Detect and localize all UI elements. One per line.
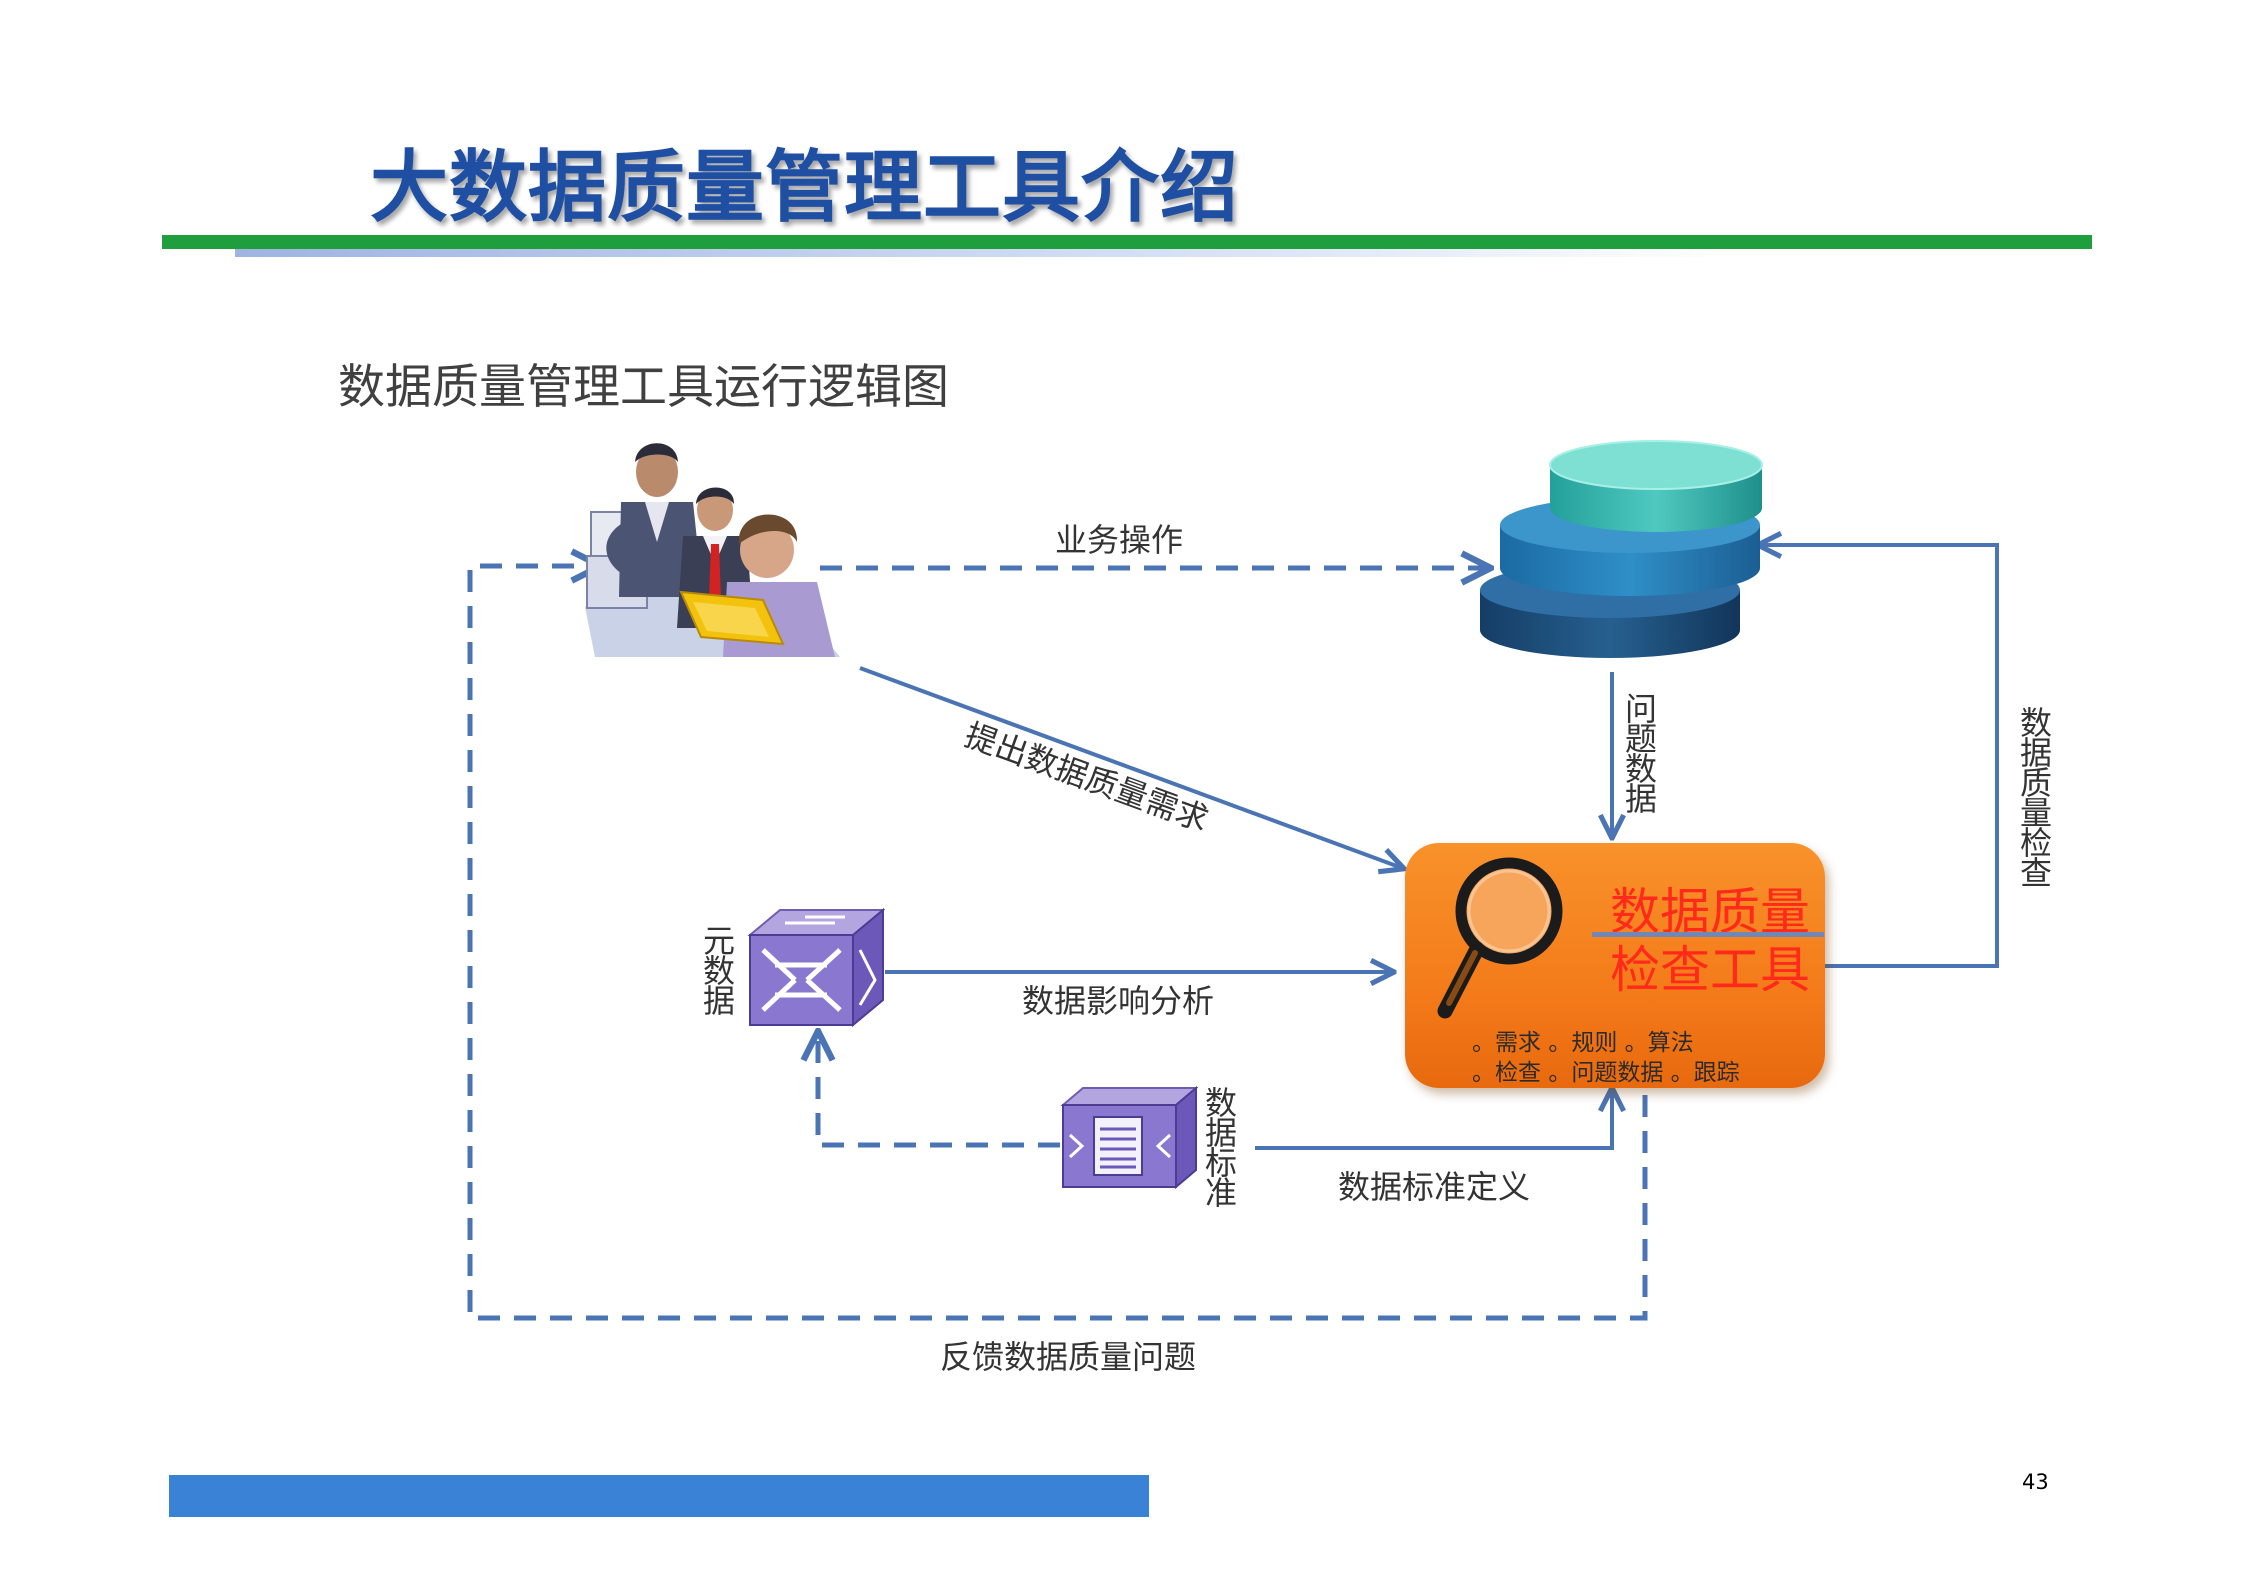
bullet-dot: 。 [1670, 1060, 1694, 1086]
bullet-dot: 。 [1472, 1030, 1495, 1056]
label-metadata: 元数据 [698, 924, 736, 1014]
title-rule-shadow [235, 249, 1735, 257]
document-cube-icon [1060, 1085, 1198, 1190]
label-business-operation: 业务操作 [1055, 521, 1184, 559]
magnifier-icon [1437, 857, 1563, 1019]
layered-database-icon [1480, 440, 1763, 658]
arrow-propose-requirements [859, 666, 1402, 868]
feature-item: 规则 [1571, 1030, 1618, 1056]
label-impact-analysis: 数据影响分析 [1022, 982, 1215, 1020]
feature-item: 算法 [1647, 1030, 1694, 1056]
tool-features-row2: 。检查 。问题数据 。跟踪 [1472, 1053, 1740, 1087]
tool-features-row1: 。需求 。规则 。算法 [1472, 1023, 1694, 1057]
bullet-dot: 。 [1548, 1030, 1572, 1056]
footer-bar [169, 1475, 1149, 1517]
bullet-dot: 。 [1548, 1060, 1572, 1086]
arrow-feedback-loop [467, 566, 1648, 1321]
page-number: 43 [2022, 1470, 2049, 1494]
arrow-standard-to-metadata [818, 1034, 1060, 1148]
slide-title: 大数据质量管理工具介绍 [370, 143, 1240, 233]
title-rule [162, 235, 2092, 249]
diagram-title: 数据质量管理工具运行逻辑图 [338, 360, 949, 415]
business-people-icon [585, 443, 840, 657]
tool-title-line1: 数据质量 [1610, 883, 1810, 941]
tool-title-underline [1592, 932, 1824, 937]
arrow-standard-definition [1255, 1090, 1612, 1150]
feature-item: 问题数据 [1571, 1060, 1664, 1086]
bullet-dot: 。 [1624, 1030, 1648, 1056]
tool-title-line2: 检查工具 [1610, 941, 1810, 999]
feature-item: 跟踪 [1693, 1060, 1740, 1086]
label-feedback: 反馈数据质量问题 [940, 1338, 1197, 1376]
arrow-quality-check [1760, 545, 1999, 968]
feature-item: 需求 [1495, 1030, 1541, 1056]
label-data-standard: 数据标准 [1200, 1086, 1238, 1206]
label-problem-data: 问题数据 [1620, 692, 1658, 812]
switch-cube-icon [747, 907, 885, 1028]
bullet-dot: 。 [1472, 1060, 1495, 1086]
label-quality-check: 数据质量检查 [2015, 706, 2053, 886]
feature-item: 检查 [1495, 1060, 1541, 1086]
label-standard-definition: 数据标准定义 [1338, 1168, 1531, 1206]
